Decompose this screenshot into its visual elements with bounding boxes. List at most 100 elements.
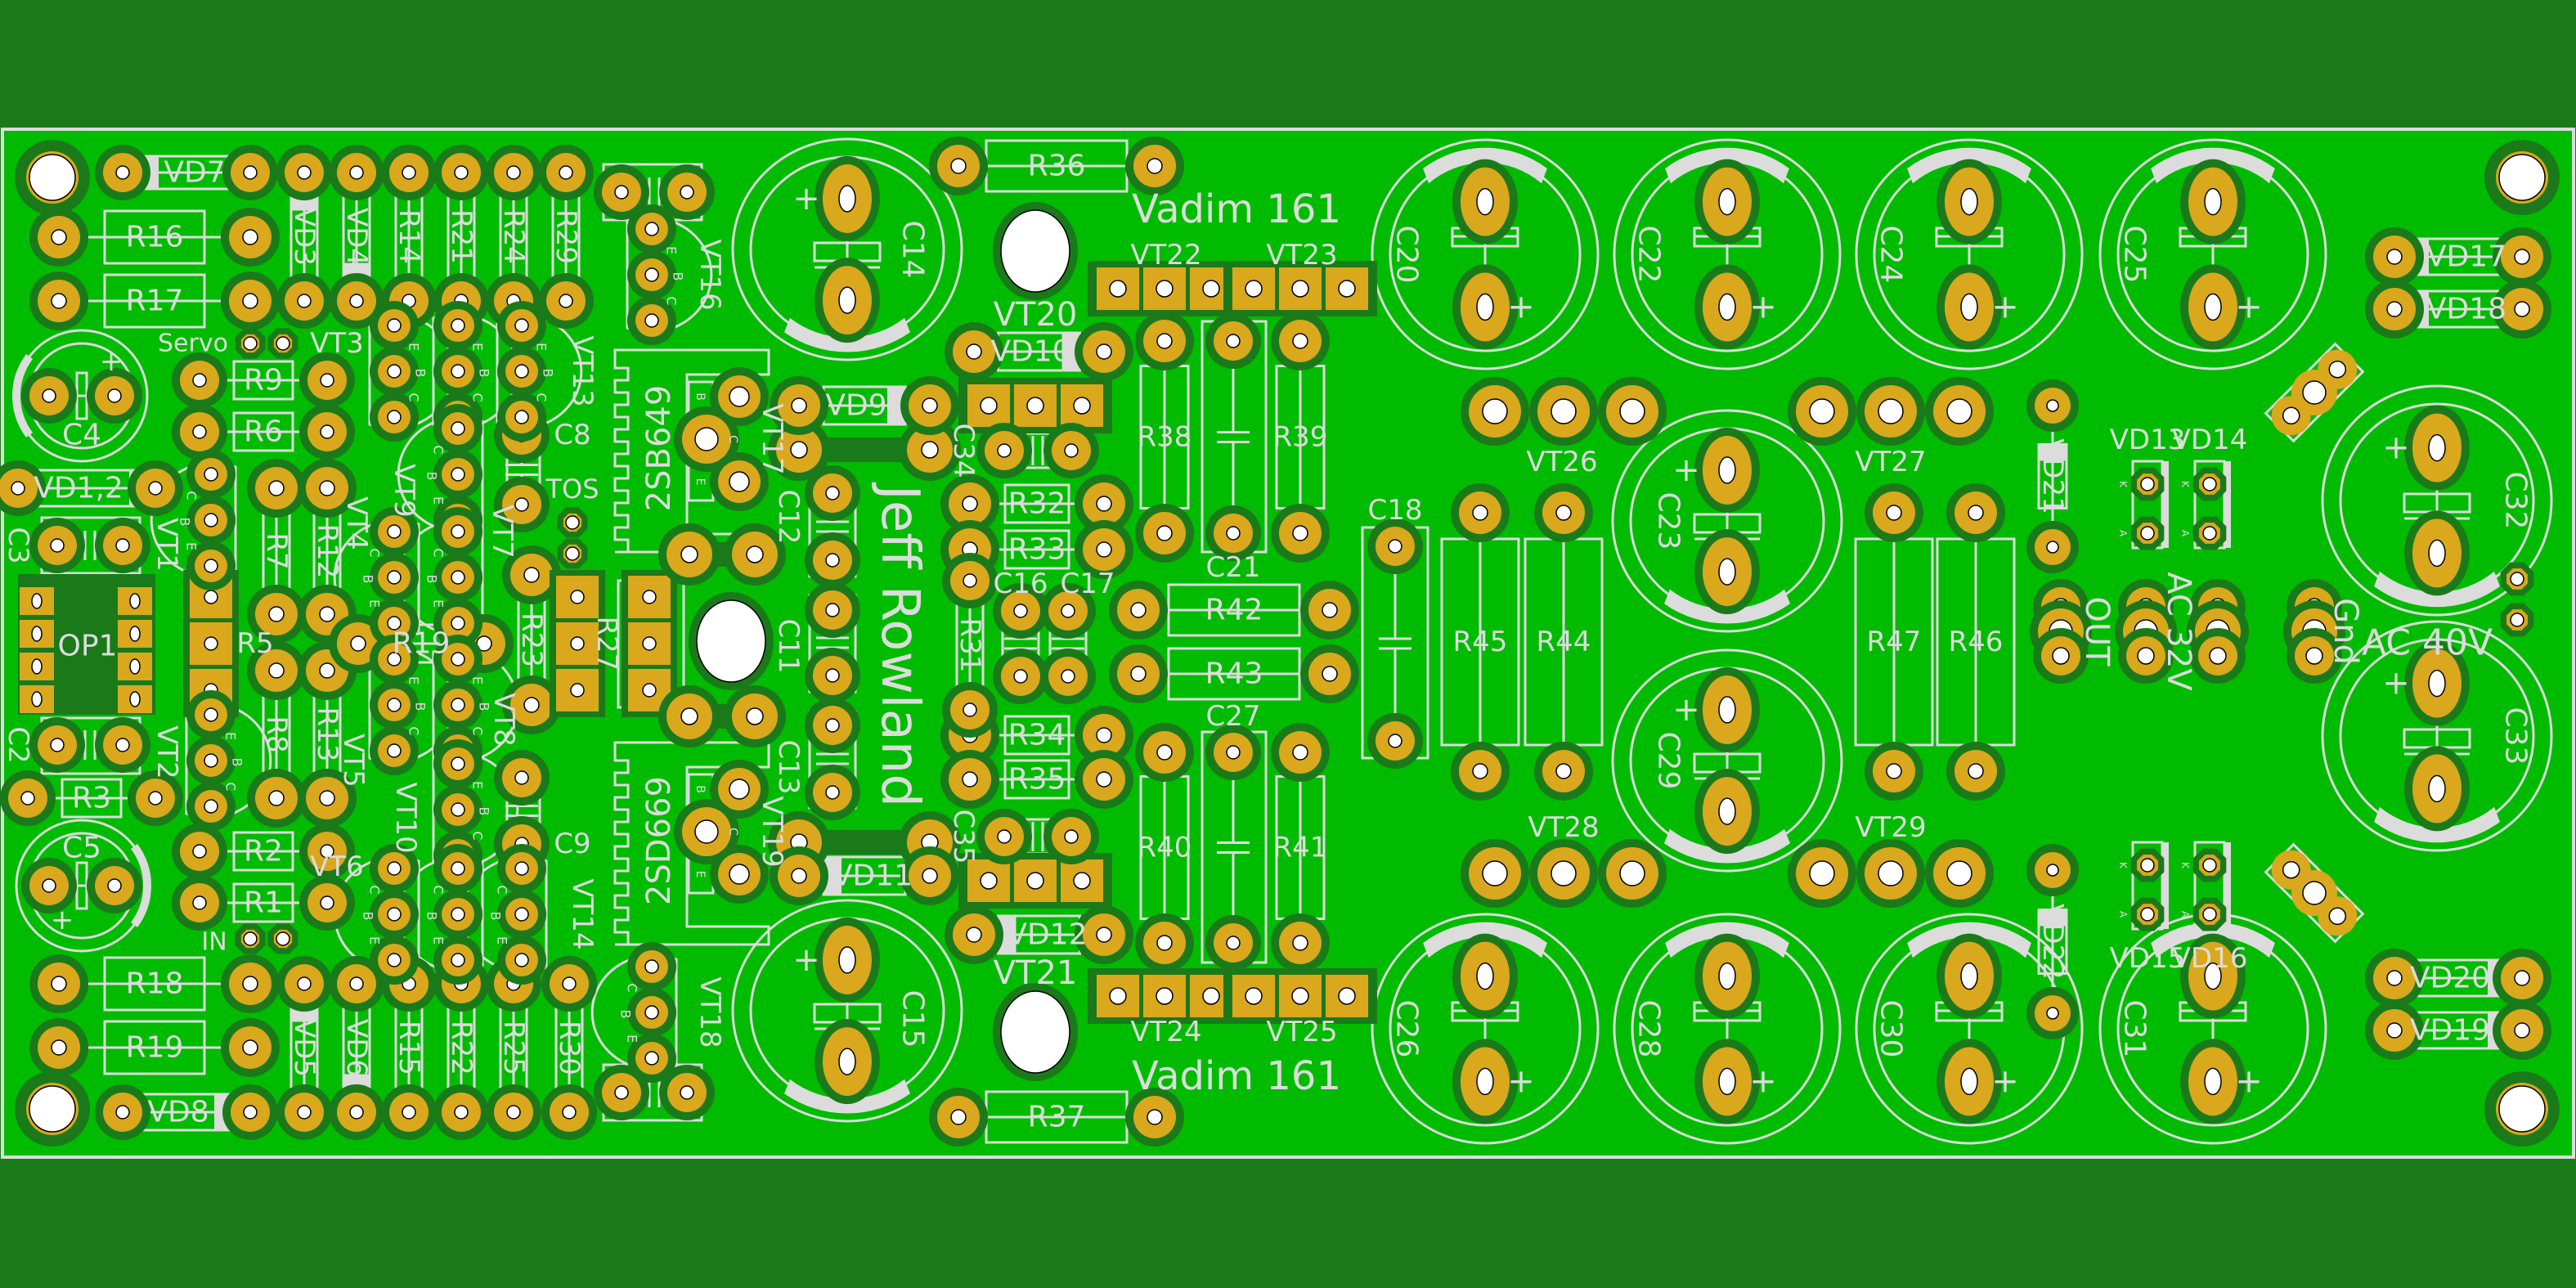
drill-hole <box>791 868 807 884</box>
component-label: R35 <box>1008 763 1066 797</box>
component-label: VD15 <box>2110 942 2186 975</box>
pad <box>1075 905 1133 964</box>
drill-hole <box>559 294 573 308</box>
pin-mark: B <box>230 758 245 767</box>
pad <box>1043 423 1099 478</box>
drill-hole <box>454 1105 469 1120</box>
plus-mark: + <box>100 345 123 378</box>
pin-mark: B <box>413 702 429 711</box>
drill-hole <box>1156 935 1173 951</box>
drill-hole <box>1476 293 1494 321</box>
cathode-band <box>2162 842 2169 929</box>
component-label: VD7 <box>164 156 225 190</box>
drill-hole <box>1388 539 1402 554</box>
drill-hole <box>1960 293 1978 321</box>
drill-hole <box>2046 541 2059 554</box>
drill-hole <box>451 318 465 333</box>
drill-hole <box>514 861 529 876</box>
pin-mark: C <box>431 548 447 557</box>
drill-hole <box>922 868 938 884</box>
pad <box>128 770 183 826</box>
pad <box>2287 628 2342 684</box>
component-body <box>232 360 294 401</box>
drill-hole <box>192 895 207 910</box>
pin-mark: K <box>2117 481 2129 488</box>
drill-hole <box>1718 696 1736 724</box>
drill-hole <box>51 293 67 309</box>
drill-hole <box>387 524 402 539</box>
pad <box>627 296 676 345</box>
pad <box>2404 510 2470 596</box>
drill-hole <box>997 829 1012 844</box>
pin-mark: E <box>431 496 447 505</box>
polarity-band <box>1665 147 1789 184</box>
pad <box>627 1034 676 1083</box>
drill-hole <box>570 636 585 651</box>
pad <box>186 541 236 590</box>
pad <box>247 459 306 518</box>
pad <box>267 923 298 954</box>
drill-hole <box>570 683 585 698</box>
pad <box>1075 322 1133 381</box>
pad <box>538 145 594 200</box>
pad <box>235 328 266 359</box>
drill-hole <box>451 953 465 967</box>
heatsink-label: 2SB649 <box>640 385 678 512</box>
drill-hole <box>1960 1067 1978 1096</box>
pad <box>186 782 236 831</box>
pad <box>433 507 482 556</box>
drill-hole <box>1619 860 1645 886</box>
drill-hole <box>387 318 402 333</box>
pad <box>433 785 482 834</box>
drill-hole <box>565 546 580 561</box>
drill-hole <box>962 496 978 512</box>
pad <box>929 1088 988 1147</box>
pad <box>1125 137 1184 195</box>
pin-mark: E <box>223 732 239 740</box>
pin-mark: E <box>534 343 550 351</box>
drill-hole <box>1147 1109 1163 1125</box>
drill-hole <box>319 790 335 806</box>
pad <box>805 765 860 820</box>
pad <box>276 956 332 1012</box>
pad <box>29 717 85 773</box>
pad <box>2026 521 2079 573</box>
drill-hole <box>204 753 218 768</box>
component-label: C20 <box>1390 226 1424 284</box>
drill-hole <box>680 545 698 563</box>
component-label: R17 <box>126 285 184 318</box>
pad <box>0 770 56 826</box>
pad <box>658 685 720 747</box>
drill-hole <box>729 471 750 492</box>
drill-hole <box>2428 539 2446 568</box>
pad <box>433 1084 489 1140</box>
component-label: C30 <box>1874 1000 1908 1058</box>
drill-hole <box>1130 666 1147 682</box>
drill-hole <box>451 570 465 585</box>
drill-hole <box>115 538 130 553</box>
drill-hole <box>276 336 290 351</box>
drill-hole <box>2046 1007 2059 1020</box>
drill-hole <box>966 927 982 943</box>
drill-hole <box>349 1105 364 1120</box>
pad <box>659 164 715 220</box>
pad <box>724 685 786 747</box>
component-label: C17 <box>1060 568 1115 600</box>
pin-mark: C <box>406 393 422 402</box>
pad <box>557 507 588 538</box>
drill-hole <box>2202 858 2217 873</box>
pad <box>710 367 769 426</box>
component-label: C25 <box>2118 226 2152 284</box>
component-label: R1 <box>244 886 283 920</box>
component-label: C24 <box>1874 226 1908 284</box>
drill-hole <box>1064 443 1079 458</box>
pin-mark: B <box>361 912 376 921</box>
component-label: VD16 <box>2172 942 2248 975</box>
drill-hole <box>2209 647 2227 665</box>
drill-hole <box>31 626 43 642</box>
pad <box>87 368 142 424</box>
drill-hole <box>2046 399 2059 412</box>
pin-mark: E <box>470 343 486 351</box>
plus-mark: + <box>792 941 820 979</box>
